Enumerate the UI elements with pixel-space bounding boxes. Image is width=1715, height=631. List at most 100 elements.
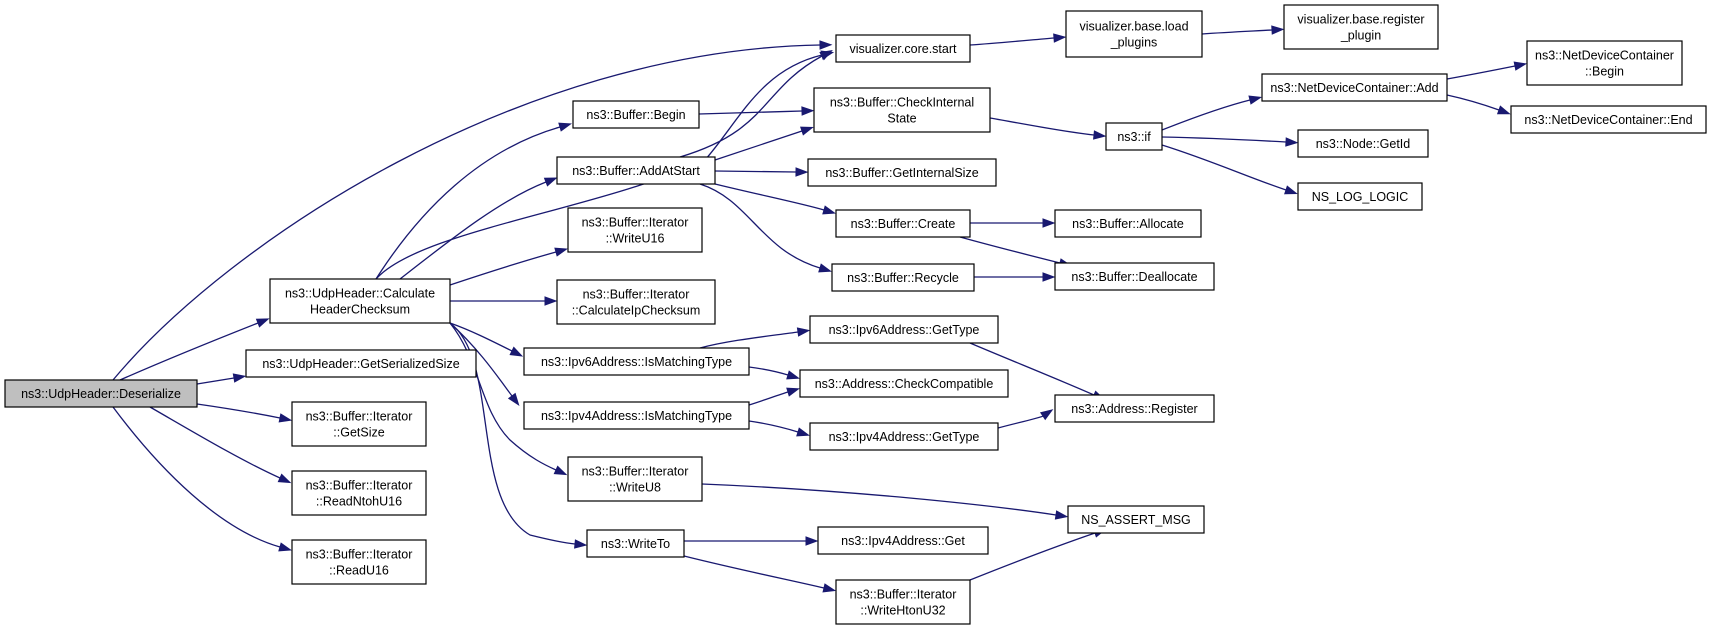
- edge-writeto-to-iter_writehtonu32: [683, 555, 837, 593]
- arrowhead: [795, 167, 809, 177]
- edge-buffer_recycle-to-buffer_deallocate: [974, 272, 1056, 282]
- node-label: visualizer.base.load: [1079, 20, 1188, 34]
- node-label: ns3::NetDeviceContainer: [1535, 49, 1674, 63]
- node-ipv4-gettype[interactable]: ns3::Ipv4Address::GetType: [809, 422, 999, 451]
- edge-ns3_if-to-ndc_add: [1161, 95, 1263, 131]
- node-buffer-recycle[interactable]: ns3::Buffer::Recycle: [831, 263, 975, 292]
- node-ipv6-gettype[interactable]: ns3::Ipv6Address::GetType: [809, 315, 999, 344]
- arrowhead: [786, 387, 800, 397]
- edge-ipv4_gettype-to-address_register: [997, 409, 1054, 429]
- node-ndc-begin[interactable]: ns3::NetDeviceContainer::Begin: [1526, 40, 1683, 86]
- arrowhead: [801, 106, 815, 116]
- node-buffer-create[interactable]: ns3::Buffer::Create: [835, 209, 971, 238]
- node-ipv4-ismatching[interactable]: ns3::Ipv4Address::IsMatchingType: [523, 401, 750, 430]
- arrowhead: [255, 318, 270, 328]
- node-ns3-if[interactable]: ns3::if: [1105, 122, 1163, 151]
- arrowhead: [796, 327, 811, 337]
- node-iter-readu16[interactable]: ns3::Buffer::Iterator::ReadU16: [291, 539, 427, 585]
- node-ipv4-get[interactable]: ns3::Ipv4Address::Get: [817, 526, 989, 555]
- node-buffer-addatstart[interactable]: ns3::Buffer::AddAtStart: [556, 156, 716, 185]
- edge-deserialize-to-iter_getsize: [196, 403, 293, 423]
- node-buffer-begin[interactable]: ns3::Buffer::Begin: [572, 100, 700, 129]
- node-ns-assert-msg[interactable]: NS_ASSERT_MSG: [1067, 505, 1205, 534]
- edge-deserialize-to-iter_readntohu16: [149, 406, 292, 484]
- arrowhead: [553, 465, 568, 476]
- edge-deserialize-to-get_serialized_size: [196, 373, 247, 385]
- node-address-register[interactable]: ns3::Address::Register: [1054, 394, 1215, 423]
- node-iter-writeu16[interactable]: ns3::Buffer::Iterator::WriteU16: [567, 207, 703, 253]
- edge-ndc_add-to-ndc_begin: [1446, 61, 1528, 80]
- node-label: ns3::NetDeviceContainer::Add: [1270, 81, 1438, 95]
- node-node-getid[interactable]: ns3::Node::GetId: [1297, 129, 1429, 158]
- arrowhead: [819, 50, 833, 61]
- edge-ns3_if-to-node_getid: [1161, 136, 1299, 147]
- edge-deserialize-to-calc_checksum: [119, 318, 270, 381]
- node-label: ns3::Ipv4Address::GetType: [829, 430, 980, 444]
- edge-buffer_begin-to-buffer_checkinternal: [698, 106, 815, 116]
- arrowhead: [805, 536, 819, 546]
- node-label: ns3::Ipv4Address::IsMatchingType: [541, 409, 732, 423]
- node-buffer-getinternalsize[interactable]: ns3::Buffer::GetInternalSize: [807, 158, 997, 187]
- node-get-serialized-size[interactable]: ns3::UdpHeader::GetSerializedSize: [245, 349, 477, 378]
- edge-ndc_add-to-ndc_end: [1446, 94, 1511, 115]
- node-label: ns3::WriteTo: [601, 537, 670, 551]
- node-label: ::CalculateIpChecksum: [572, 304, 701, 318]
- node-ndc-end[interactable]: ns3::NetDeviceContainer::End: [1510, 105, 1707, 134]
- edge-buffer_addatstart-to-buffer_checkinternal: [714, 126, 814, 161]
- node-ns-log-logic[interactable]: NS_LOG_LOGIC: [1297, 182, 1423, 211]
- node-vis-core-start[interactable]: visualizer.core.start: [835, 34, 971, 63]
- node-iter-getsize[interactable]: ns3::Buffer::Iterator::GetSize: [291, 401, 427, 447]
- edge-calc_checksum-to-buffer_begin: [375, 122, 572, 280]
- node-label: ns3::Ipv6Address::GetType: [829, 323, 980, 337]
- arrowhead: [232, 373, 247, 383]
- edge-iter_writeu8-to-ns_assert_msg: [701, 483, 1069, 520]
- edge-vis_base_load-to-vis_base_register: [1201, 25, 1285, 35]
- edge-ipv4_ismatching-to-ipv4_gettype: [748, 420, 810, 437]
- edge-buffer_create-to-buffer_deallocate: [959, 236, 1073, 268]
- arrowhead: [278, 413, 293, 423]
- arrowhead: [1042, 218, 1056, 228]
- node-label: ::ReadNtohU16: [316, 495, 402, 509]
- node-ipv6-ismatching[interactable]: ns3::Ipv6Address::IsMatchingType: [523, 347, 750, 376]
- node-ndc-add[interactable]: ns3::NetDeviceContainer::Add: [1261, 73, 1448, 102]
- node-label: ns3::UdpHeader::GetSerializedSize: [262, 357, 459, 371]
- node-label: ns3::UdpHeader::Deserialize: [21, 387, 181, 401]
- node-iter-writeu8[interactable]: ns3::Buffer::Iterator::WriteU8: [567, 456, 703, 502]
- node-iter-readntohu16[interactable]: ns3::Buffer::Iterator::ReadNtohU16: [291, 470, 427, 516]
- node-iter-calcipchecksum[interactable]: ns3::Buffer::Iterator::CalculateIpChecks…: [556, 279, 716, 325]
- node-label: _plugin: [1340, 29, 1381, 43]
- node-label: ns3::Buffer::Begin: [586, 108, 685, 122]
- node-buffer-deallocate[interactable]: ns3::Buffer::Deallocate: [1054, 262, 1215, 291]
- arrowhead: [822, 205, 836, 215]
- node-label: NS_ASSERT_MSG: [1081, 513, 1191, 527]
- node-writeto[interactable]: ns3::WriteTo: [586, 529, 685, 558]
- node-deserialize[interactable]: ns3::UdpHeader::Deserialize: [4, 379, 198, 408]
- node-address-checkcompat[interactable]: ns3::Address::CheckCompatible: [799, 369, 1009, 398]
- node-label: ns3::Node::GetId: [1316, 137, 1411, 151]
- arrowhead: [1248, 95, 1263, 105]
- node-label: ns3::if: [1117, 130, 1151, 144]
- edge-buffer_addatstart-to-vis_core_start: [679, 50, 833, 158]
- arrowhead: [786, 370, 800, 380]
- node-label: ns3::Ipv6Address::IsMatchingType: [541, 355, 732, 369]
- node-buffer-allocate[interactable]: ns3::Buffer::Allocate: [1054, 209, 1202, 238]
- node-label: ns3::Buffer::AddAtStart: [572, 164, 700, 178]
- edge-ipv6_ismatching-to-ipv6_gettype: [699, 327, 811, 349]
- arrowhead: [1513, 61, 1528, 71]
- arrowhead: [1039, 409, 1054, 421]
- node-vis-base-load[interactable]: visualizer.base.load _plugins: [1065, 10, 1203, 58]
- edge-buffer_addatstart-to-buffer_create: [714, 183, 836, 215]
- node-label: ns3::Buffer::Create: [851, 217, 956, 231]
- node-label: visualizer.core.start: [850, 42, 958, 56]
- arrowhead: [819, 40, 833, 50]
- arrowhead: [509, 346, 524, 357]
- node-vis-base-register[interactable]: visualizer.base.register_plugin: [1283, 4, 1439, 50]
- edge-buffer_checkinternal-to-ns3_if: [989, 117, 1107, 140]
- node-label: ns3::Buffer::Iterator: [850, 588, 957, 602]
- node-label: _plugins: [1110, 36, 1158, 50]
- arrowhead: [1093, 130, 1107, 140]
- node-iter-writehtonu32[interactable]: ns3::Buffer::Iterator::WriteHtonU32: [835, 579, 971, 625]
